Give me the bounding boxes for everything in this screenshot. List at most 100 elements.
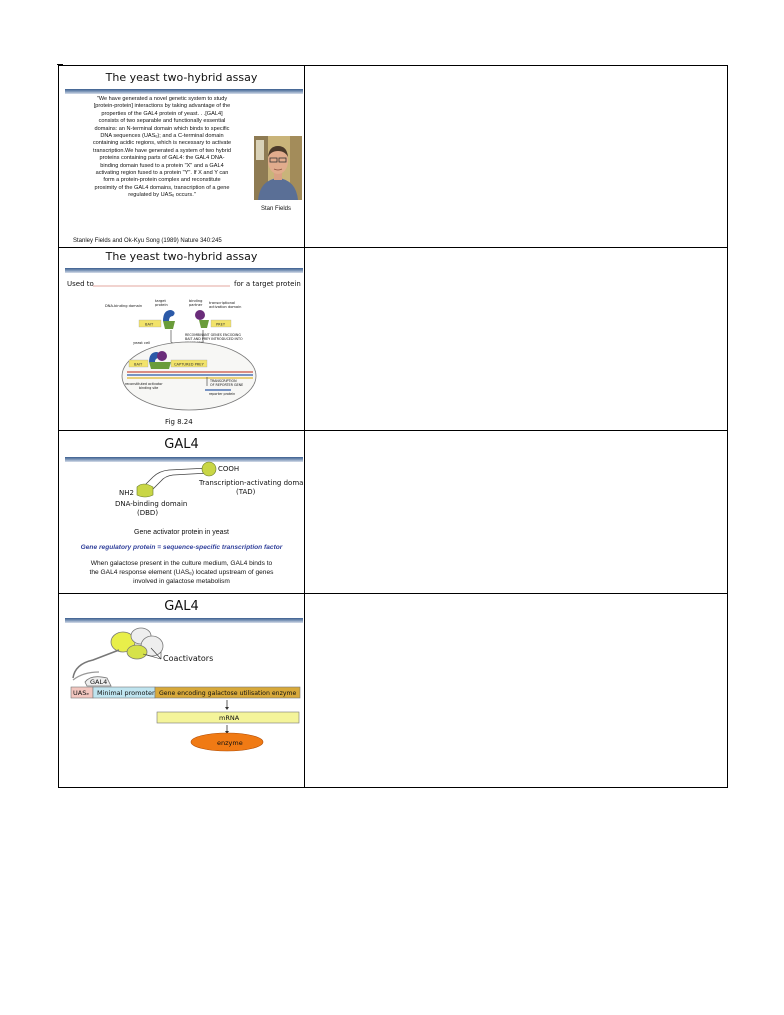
target-label: target bbox=[155, 299, 167, 303]
linker-upper bbox=[142, 467, 210, 488]
coactivator-3 bbox=[126, 644, 148, 660]
minimal-promoter-label: Minimal promoter bbox=[97, 689, 155, 697]
slide-title: The yeast two-hybrid assay bbox=[105, 250, 258, 263]
slide-title: GAL4 bbox=[164, 437, 199, 452]
reporter-label: reporter protein bbox=[209, 392, 235, 396]
tad-label-2: activation domain bbox=[209, 305, 241, 309]
quote-line: [protein-protein] interactions by taking… bbox=[93, 103, 231, 110]
pointer bbox=[150, 647, 162, 660]
used-to-label: Used to bbox=[67, 280, 94, 288]
slide-1: The yeast two-hybrid assay "We have gene… bbox=[59, 66, 304, 247]
quote-line: "We have generated a novel genetic syste… bbox=[96, 96, 228, 102]
gal4-domain-diagram: COOH NH2 Transcription-activating domain… bbox=[115, 461, 304, 517]
regulatory-protein-text: Gene regulatory protein = sequence-speci… bbox=[80, 544, 283, 551]
title-rule bbox=[65, 268, 303, 273]
gene-label: Gene encoding galactose utilisation enzy… bbox=[159, 690, 297, 697]
row-divider bbox=[59, 247, 727, 248]
captured-prey-label: CAPTURED PREY bbox=[174, 363, 205, 367]
mrna-label: mRNA bbox=[219, 714, 240, 722]
slide-3: GAL4 COOH NH2 Transcription-activating d… bbox=[59, 431, 304, 593]
quote-line: activating region fused to a protein "Y"… bbox=[95, 170, 229, 177]
tad-label: Transcription-activating domain bbox=[198, 479, 304, 487]
crop-mark bbox=[57, 64, 63, 65]
dbd-domain bbox=[136, 483, 154, 498]
prey-protein: PREY bbox=[195, 310, 232, 328]
quote-line: regulated by UASₑ occurs." bbox=[128, 192, 196, 199]
arrowhead bbox=[225, 731, 229, 734]
enzyme-label: enzyme bbox=[217, 739, 243, 747]
quote-line: DNA sequences (UASₑ); and a C-terminal d… bbox=[100, 133, 224, 140]
galactose-line: When galactose present in the culture me… bbox=[90, 560, 273, 567]
galactose-line: involved in galactose metabolism bbox=[133, 578, 230, 585]
title-rule bbox=[65, 89, 303, 94]
notes-area-3[interactable] bbox=[305, 431, 727, 593]
quote-line: binding domain fused to a protein "X" an… bbox=[100, 162, 224, 169]
gene-box bbox=[154, 686, 301, 699]
row-divider bbox=[59, 430, 727, 431]
binding-label: binding bbox=[189, 299, 202, 303]
bait-label: BAIT bbox=[145, 323, 154, 327]
recombinant-label-2: BAIT AND PREY INTRODUCED INTO bbox=[185, 337, 243, 341]
uas-label: UASₑ bbox=[73, 689, 89, 697]
bait-protein: BAIT bbox=[138, 310, 175, 329]
bait-label-cell: BAIT bbox=[134, 363, 143, 367]
cooh-label: COOH bbox=[218, 465, 239, 473]
transcription-label-2: OF REPORTER GENE bbox=[210, 383, 243, 387]
target-label-2: protein bbox=[155, 303, 168, 307]
quote-line: proximity of the GAL4 domains, transcrip… bbox=[94, 184, 230, 191]
dbd-abbreviation: (DBD) bbox=[137, 509, 158, 517]
photo-caption: Stan Fields bbox=[261, 206, 292, 212]
dbd-label: DNA-binding domain bbox=[115, 500, 187, 508]
nh2-label: NH2 bbox=[119, 489, 134, 497]
slide-title: The yeast two-hybrid assay bbox=[105, 71, 258, 84]
captured-complex: BAIT CAPTURED PREY bbox=[128, 351, 208, 369]
transcription-label-1: TRANSCRIPTION bbox=[209, 379, 237, 383]
column-divider bbox=[304, 66, 305, 787]
pointer bbox=[142, 653, 162, 660]
row-divider bbox=[59, 593, 727, 594]
two-hybrid-diagram: Used to for a target protein DNA-binding… bbox=[67, 280, 301, 426]
slide-4: GAL4 Coactivators GAL4 UASₑ Minimal prom… bbox=[59, 594, 304, 787]
title-rule bbox=[65, 457, 303, 462]
quote-line: containing acidic regions, which is nece… bbox=[92, 140, 232, 147]
quote-line: transcription.We have generated a system… bbox=[93, 147, 231, 154]
gal4-activation-diagram: Coactivators GAL4 UASₑ Minimal promoter … bbox=[70, 627, 301, 752]
reference: Stanley Fields and Ok-Kyu Song (1989) Na… bbox=[73, 238, 222, 244]
quote-line: domains: an N-terminal domain which bind… bbox=[94, 125, 230, 132]
target-protein-label: for a target protein bbox=[234, 280, 301, 288]
portrait-photo bbox=[254, 136, 302, 200]
galactose-text: When galactose present in the culture me… bbox=[59, 559, 304, 586]
yeast-cell bbox=[121, 341, 257, 411]
activator-label-2: binding site bbox=[139, 386, 158, 390]
gal4-linker bbox=[72, 649, 120, 679]
prey-label: PREY bbox=[216, 323, 226, 327]
notes-area-2[interactable] bbox=[305, 248, 727, 430]
linker-lower bbox=[150, 472, 210, 492]
quote-line: proteins containing parts of GAL4: the G… bbox=[99, 155, 225, 162]
quote: "We have generated a novel genetic syste… bbox=[71, 96, 253, 200]
handout-frame: The yeast two-hybrid assay "We have gene… bbox=[58, 65, 728, 788]
quote-line: consists of two separable and functional… bbox=[98, 118, 226, 125]
quote-line: form a protein-protein complex and recon… bbox=[103, 177, 221, 184]
partner-label: partner bbox=[189, 303, 203, 307]
tad-abbreviation: (TAD) bbox=[236, 488, 256, 496]
tad-domain bbox=[201, 461, 217, 477]
recombinant-label-1: RECOMBINANT GENES ENCODING bbox=[185, 333, 241, 337]
yeast-cell-label: yeast cell bbox=[133, 341, 150, 345]
enzyme-ellipse bbox=[190, 732, 264, 752]
notes-area-1[interactable] bbox=[305, 66, 727, 247]
dbd-label: DNA-binding domain bbox=[105, 304, 142, 308]
tad-label: transcriptional bbox=[209, 301, 235, 305]
notes-area-4[interactable] bbox=[305, 594, 727, 787]
gal4-label: GAL4 bbox=[90, 678, 107, 686]
slide-title: GAL4 bbox=[164, 599, 199, 614]
gene-activator-text: Gene activator protein in yeast bbox=[134, 529, 229, 536]
gal4-linker-2 bbox=[72, 671, 100, 681]
title-rule bbox=[65, 618, 303, 623]
figure-label: Fig 8.24 bbox=[165, 418, 193, 426]
activator-label-1: reconstituted activator bbox=[125, 382, 163, 386]
gal4-dbd-shape bbox=[84, 676, 112, 687]
arrowhead bbox=[225, 707, 229, 710]
mrna-box bbox=[156, 711, 300, 724]
quote-line: properties of the GAL4 protein of yeast.… bbox=[101, 110, 223, 117]
